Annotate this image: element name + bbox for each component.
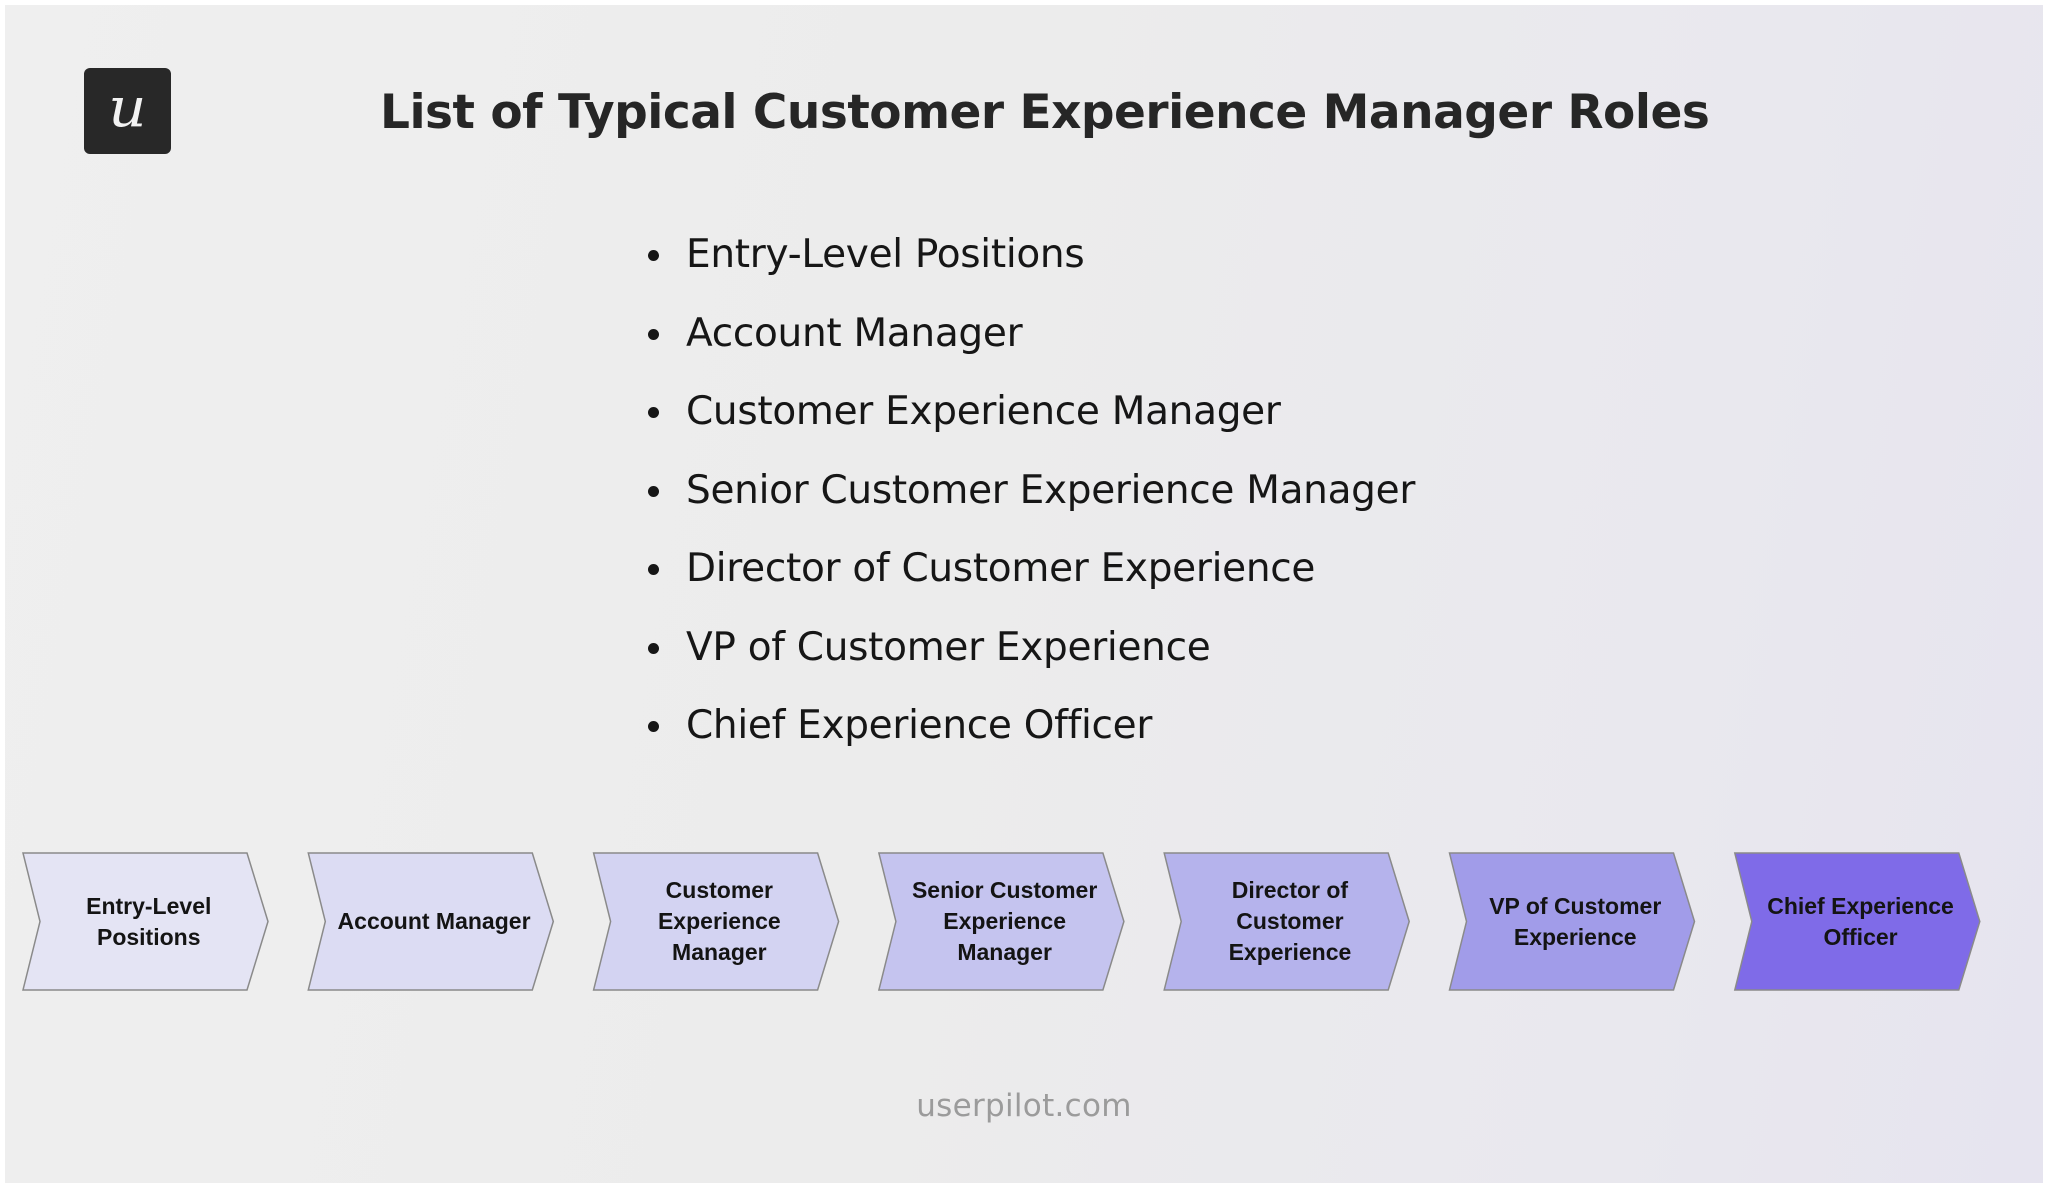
chevron-shape: [877, 852, 1125, 991]
step-label-line1: Entry-Level: [86, 892, 212, 919]
list-item-label: Entry-Level Positions: [686, 232, 1085, 277]
userpilot-logo-icon: u: [84, 68, 171, 154]
step-label-line2: Officer: [1823, 923, 1898, 950]
page-title: List of Typical Customer Experience Mana…: [380, 85, 1710, 140]
chevron-shape: [307, 852, 555, 991]
list-item-label: Chief Experience Officer: [686, 703, 1153, 748]
list-item-label: Customer Experience Manager: [686, 389, 1281, 434]
step-label-line1: Customer Experience: [657, 877, 781, 934]
step-label-line1: Account Manager: [337, 908, 531, 934]
list-item-label: Senior Customer Experience Manager: [686, 467, 1416, 513]
bullet-icon: [648, 485, 659, 497]
roles-bullet-list: Entry-Level Positions Account Manager Cu…: [648, 225, 1415, 775]
bullet-icon: [648, 250, 659, 261]
list-item: Chief Experience Officer: [648, 696, 1415, 775]
step-label-line1: Chief Experience: [1767, 892, 1954, 919]
step-label-line2: Experience Manager: [943, 908, 1067, 965]
chevron-shape: [1448, 852, 1696, 991]
bullet-icon: [648, 721, 659, 732]
step-label-line1: Senior Customer: [911, 877, 1098, 903]
list-item-label: VP of Customer Experience: [686, 624, 1211, 670]
chevron-shape: [1163, 852, 1410, 991]
bullet-icon: [648, 564, 659, 575]
list-item: Director of Customer Experience: [648, 539, 1415, 618]
career-step-account-manager: Account Manager: [325, 853, 543, 990]
list-item: Senior Customer Experience Manager: [648, 461, 1415, 540]
step-label-line2: Positions: [96, 923, 201, 950]
step-label-line2: Experience: [1228, 939, 1352, 965]
list-item: Account Manager: [648, 304, 1415, 383]
bullet-icon: [648, 328, 659, 340]
chevron-shape: [1733, 852, 1981, 991]
chevron-shape: [22, 852, 269, 991]
list-item: Customer Experience Manager: [648, 382, 1415, 461]
chevron-shape: [592, 852, 840, 991]
list-item-label: Account Manager: [686, 310, 1023, 356]
step-label-line1: Director of Customer: [1231, 877, 1349, 934]
logo-glyph: u: [108, 76, 147, 139]
step-label-line1: VP of Customer: [1489, 892, 1662, 919]
step-label-line2: Experience: [1513, 923, 1637, 950]
bullet-icon: [648, 642, 659, 654]
list-item-label: Director of Customer Experience: [686, 546, 1316, 591]
footer-brand-text: userpilot.com: [916, 1088, 1132, 1124]
step-label-line2: Manager: [672, 939, 767, 965]
list-item: Entry-Level Positions: [648, 225, 1415, 304]
bullet-icon: [648, 407, 659, 418]
list-item: VP of Customer Experience: [648, 618, 1415, 697]
